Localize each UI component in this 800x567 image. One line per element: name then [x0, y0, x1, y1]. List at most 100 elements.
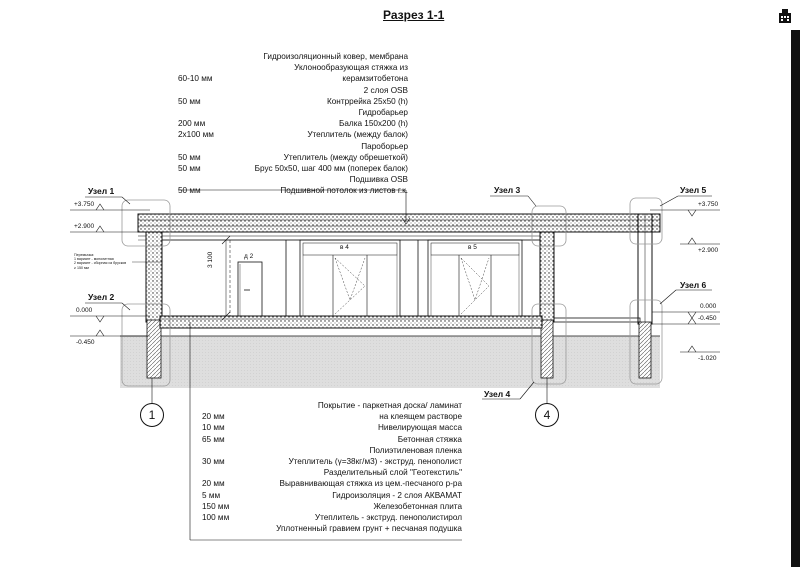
layer-name: на клеящем растворе — [379, 412, 462, 422]
layer-row: 10 мм Нивелирующая масса — [202, 422, 462, 433]
layer-row: Подшивка OSB — [178, 174, 408, 185]
layer-name: Выравнивающая стяжка из цем.-песчаного р… — [279, 479, 462, 489]
lintel-note: Перемычка: 1 вариант - монолитная 2 вари… — [74, 253, 126, 270]
right-foundation — [638, 321, 652, 379]
door-label: д 2 — [244, 253, 254, 260]
layer-name: Разделительный слой "Геотекстиль" — [323, 468, 462, 478]
layer-row: 30 мм Утеплитель (γ=38кг/м3) - экструд. п… — [202, 456, 462, 467]
level-left-mid: +2.900 — [74, 223, 95, 230]
layer-thickness: 150 мм — [202, 501, 230, 511]
layer-row: 50 мм Подшивной потолок из листов г.к. — [178, 185, 408, 196]
terrace-deck — [553, 317, 641, 323]
layer-row: 20 мм Выравнивающая стяжка из цем.-песчан… — [202, 478, 462, 489]
layer-thickness: 200 мм — [178, 119, 206, 129]
layer-name: Бетонная стяжка — [397, 434, 462, 444]
layer-name: керамзитобетона — [342, 74, 408, 84]
layer-thickness: 50 мм — [178, 152, 201, 162]
layer-thickness: 50 мм — [178, 96, 201, 106]
layer-row: Покрытие - паркетная доска/ ламинат — [202, 400, 462, 411]
layer-name: Контррейка 25х50 (h) — [326, 96, 408, 106]
window-1-label: в 4 — [340, 244, 349, 251]
layer-row: 60-10 мм керамзитобетона — [178, 73, 408, 84]
layer-thickness: 50 мм — [178, 186, 201, 196]
layer-row: 150 мм Железобетонная плита — [202, 501, 462, 512]
layer-thickness: 100 мм — [202, 512, 230, 522]
layer-name: Утеплитель (между обрешеткой) — [283, 152, 408, 162]
lintel-note-line: ≥ 150 мм — [74, 265, 89, 270]
layer-name: Уклонообразующая стяжка из — [294, 63, 408, 73]
node-5-label: Узел 5 — [680, 185, 707, 195]
level-right-top: +3.750 — [698, 201, 719, 208]
node-1-box — [121, 199, 171, 247]
layer-name: Нивелирующая масса — [378, 423, 462, 433]
middle-wall — [539, 231, 555, 323]
layer-name: Железобетонная плита — [373, 501, 463, 511]
layer-name: Утеплитель (γ=38кг/м3) - экструд. пенопо… — [288, 456, 462, 466]
level-left-top: +3.750 — [74, 201, 95, 208]
layer-thickness: 20 мм — [202, 479, 225, 489]
section-title: Разрез 1-1 — [383, 8, 445, 22]
layer-thickness: 65 мм — [202, 434, 225, 444]
layer-row: 5 мм Гидроизоляция - 2 слоя АКВАМАТ — [202, 490, 462, 501]
node-1-label: Узел 1 — [88, 186, 115, 196]
lintel-note-line: Перемычка: — [74, 253, 95, 257]
layer-thickness: 2х100 мм — [178, 130, 214, 140]
level-right-bottom: -1.020 — [698, 355, 717, 362]
door-d2 — [237, 261, 263, 317]
layer-thickness: 10 мм — [202, 423, 225, 433]
level-right-low: -0.450 — [698, 315, 717, 322]
layer-row: 20 мм на клеящем растворе — [202, 411, 462, 422]
layer-thickness: 60-10 мм — [178, 74, 213, 84]
axis-1-bubble: 1 — [140, 403, 164, 427]
layer-row: 65 мм Бетонная стяжка — [202, 434, 462, 445]
floor-slab — [159, 315, 543, 329]
layer-name: 2 слоя OSB — [363, 85, 408, 95]
layer-row: Гидробарьер — [178, 107, 408, 118]
node-2-box — [121, 303, 171, 387]
node-3-label: Узел 3 — [494, 185, 521, 195]
level-right-mid: +2.900 — [698, 247, 719, 254]
layer-name: Подшивной потолок из листов г.к. — [280, 186, 408, 196]
node-5-box — [629, 197, 663, 245]
layer-thickness: 5 мм — [202, 490, 221, 500]
layer-row: 2 слоя OSB — [178, 85, 408, 96]
layer-name: Полиэтиленовая пленка — [369, 445, 462, 455]
middle-foundation — [540, 319, 554, 379]
node-3-box — [531, 205, 567, 247]
ground-fill — [120, 336, 660, 388]
roof-slab — [137, 213, 661, 233]
layer-row: Уплотненный гравием грунт + песчаная под… — [202, 523, 462, 534]
layer-name: Уплотненный гравием грунт + песчаная под… — [276, 524, 462, 534]
layer-name: Покрытие - паркетная доска/ ламинат — [317, 401, 462, 410]
layer-name: Подшивка OSB — [349, 175, 408, 185]
layer-thickness: 20 мм — [202, 412, 225, 422]
left-foundation — [146, 319, 162, 379]
level-right-zero: 0.000 — [700, 303, 717, 310]
layer-name: Гидробарьер — [358, 107, 408, 117]
layer-row: Разделительный слой "Геотекстиль" — [202, 467, 462, 478]
sidebar-bar — [791, 30, 800, 567]
layer-name: Пароборьер — [361, 141, 408, 151]
layer-row: Пароборьер — [178, 141, 408, 152]
lintel-note-line: 1 вариант - монолитная — [74, 257, 114, 262]
layer-row: Полиэтиленовая пленка — [202, 445, 462, 456]
layer-name: Гидроизоляция - 2 слоя АКВАМАТ — [332, 490, 462, 500]
lintel-note-line: 2 вариант - сборная из брусков — [74, 261, 127, 266]
window-v5 — [427, 239, 523, 317]
window-2-label: в 5 — [468, 244, 477, 251]
layer-thickness: 30 мм — [202, 456, 225, 466]
node-6-label: Узел 6 — [680, 280, 707, 290]
layer-row: Уклонообразующая стяжка из — [178, 62, 408, 73]
layer-row: 50 мм Контррейка 25х50 (h) — [178, 96, 408, 107]
node-6-box — [629, 299, 663, 385]
layer-name: Балка 150х200 (h) — [339, 119, 408, 129]
node-4-label: Узел 4 — [484, 389, 511, 399]
layer-name: Гидроизоляционный ковер, мембрана — [263, 52, 408, 61]
